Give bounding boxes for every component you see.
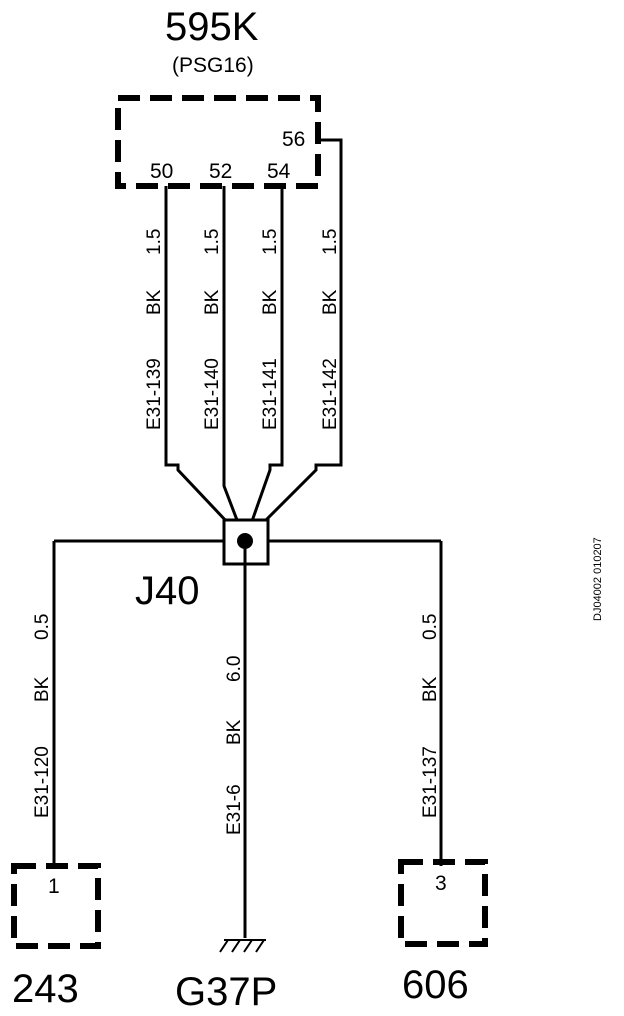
splice-j40-label: J40 bbox=[135, 569, 200, 613]
ground-symbol-hatch-1 bbox=[219, 939, 229, 953]
wire-e31-6-circuit: E31-6 bbox=[224, 784, 245, 835]
connector-595k-box bbox=[115, 95, 321, 189]
wire-e31-120-circuit: E31-120 bbox=[32, 746, 53, 818]
pin-50-label: 50 bbox=[150, 160, 173, 183]
pin-54-label: 54 bbox=[267, 160, 291, 183]
connector-243-label: 243 bbox=[12, 967, 79, 1011]
pin-52-label: 52 bbox=[209, 160, 232, 183]
wire-e31-6-size: 6.0 bbox=[224, 656, 245, 682]
connector-595k-sublabel: (PSG16) bbox=[172, 54, 254, 77]
wire-e31-141 bbox=[243, 186, 284, 542]
wire-e31-142-color: BK bbox=[320, 289, 341, 315]
wire-e31-140-color: BK bbox=[202, 289, 223, 315]
wire-e31-139-circuit: E31-139 bbox=[144, 358, 165, 430]
connector-243-pin-label: 1 bbox=[48, 875, 60, 898]
wire-e31-142 bbox=[243, 138, 343, 543]
wire-e31-120-color: BK bbox=[32, 676, 53, 702]
wire-e31-141-color: BK bbox=[260, 289, 281, 315]
wire-e31-139-color: BK bbox=[144, 289, 165, 315]
wire-e31-139-size: 1.5 bbox=[144, 229, 165, 255]
ground-g37p-label: G37P bbox=[175, 970, 277, 1014]
connector-595k-label: 595K bbox=[165, 5, 259, 49]
wire-e31-137-color: BK bbox=[420, 676, 441, 702]
pin-56-label: 56 bbox=[282, 128, 305, 151]
wire-e31-137-circuit: E31-137 bbox=[420, 746, 441, 818]
connector-243-box bbox=[11, 863, 101, 949]
connector-606-pin-label: 3 bbox=[435, 872, 447, 895]
splice-j40-dot bbox=[237, 533, 253, 549]
wire-e31-6-color: BK bbox=[224, 719, 245, 745]
drawing-code: DJ04002 010207 bbox=[592, 537, 604, 621]
wire-e31-120-size: 0.5 bbox=[32, 614, 53, 640]
ground-symbol-hatch-2 bbox=[231, 939, 241, 953]
ground-symbol-hatch-4 bbox=[255, 939, 265, 953]
wire-e31-140-circuit: E31-140 bbox=[202, 358, 223, 430]
wire-e31-141-size: 1.5 bbox=[260, 229, 281, 255]
wire-e31-141-circuit: E31-141 bbox=[260, 358, 281, 430]
wire-e31-139 bbox=[164, 186, 247, 543]
wire-e31-142-size: 1.5 bbox=[320, 229, 341, 255]
connector-606-label: 606 bbox=[402, 963, 469, 1007]
ground-symbol-hatch-3 bbox=[243, 939, 253, 953]
wire-e31-137-size: 0.5 bbox=[420, 614, 441, 640]
wire-e31-140-size: 1.5 bbox=[202, 229, 223, 255]
connector-606-box bbox=[398, 859, 488, 947]
wire-e31-142-circuit: E31-142 bbox=[320, 358, 341, 430]
wire-e31-140 bbox=[222, 186, 247, 542]
